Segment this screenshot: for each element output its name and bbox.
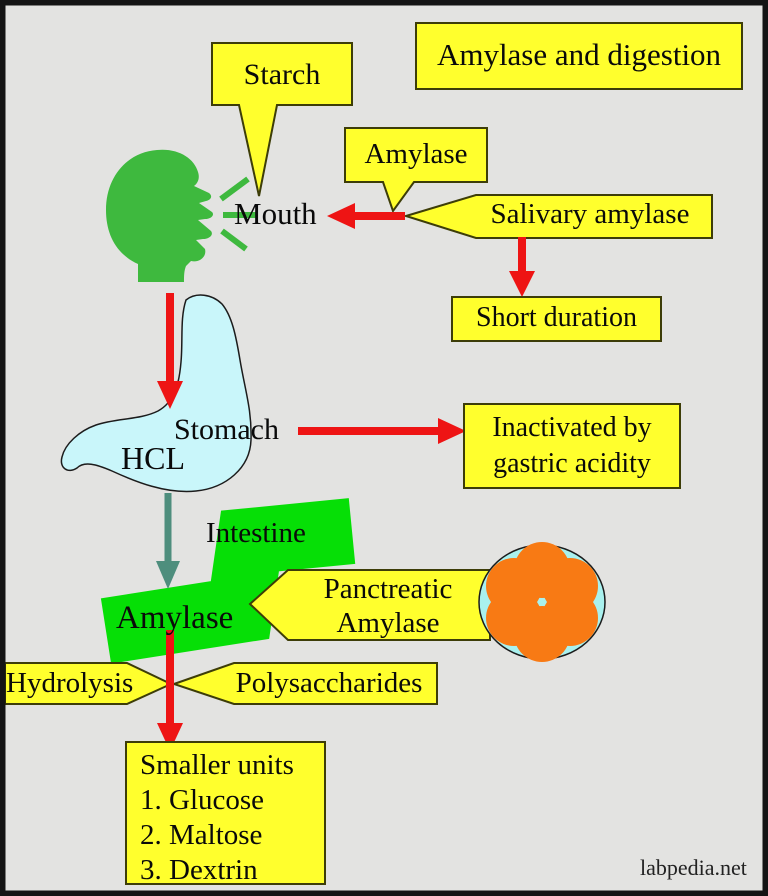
starch-callout-shape	[211, 42, 353, 197]
smaller-units-box-shape	[125, 741, 326, 885]
mouth-label: Mouth	[234, 196, 317, 231]
polysaccharides-pennant-shape	[170, 662, 438, 705]
sound-line-icon	[219, 176, 250, 202]
smaller-units-item: 1. Glucose	[140, 784, 265, 816]
title-box-shape	[415, 22, 743, 90]
smaller-units-label: Smaller units 1. Glucose 2. Maltose 3. D…	[140, 748, 294, 888]
sound-line-icon	[220, 228, 248, 252]
short-duration-box-shape	[451, 296, 662, 342]
head-icon	[106, 149, 214, 282]
inactivated-line2: gastric acidity	[493, 448, 651, 479]
amylase-bubble-label: Amylase	[364, 138, 468, 170]
arrowhead-down-icon	[156, 561, 180, 589]
hcl-label: HCL	[121, 440, 185, 476]
amylase-callout-shape	[344, 127, 488, 214]
short-duration-label: Short duration	[476, 302, 637, 333]
inactivated-box-shape	[463, 403, 681, 489]
intestine-label: Intestine	[206, 517, 306, 549]
pancreas-icon	[478, 542, 606, 662]
arrowhead-left-icon	[327, 203, 355, 229]
inactivated-line1: Inactivated by	[492, 412, 652, 443]
page-title: Amylase and digestion	[436, 37, 722, 72]
arrowhead-down-icon	[157, 381, 183, 409]
arrowhead-right-icon	[438, 418, 466, 444]
salivary-amylase-pennant-shape	[402, 194, 713, 239]
smaller-units-title: Smaller units	[140, 749, 294, 781]
smaller-units-item: 3. Dextrin	[140, 854, 258, 886]
pancreatic-amylase-label: Panctreatic Amylase	[288, 572, 488, 640]
arrowhead-down-icon	[509, 271, 535, 297]
stomach-label: Stomach	[174, 413, 279, 446]
hydrolysis-label: Hydrolysis	[6, 667, 134, 699]
inactivated-label: Inactivated by gastric acidity	[464, 410, 680, 482]
pancreatic-line2: Amylase	[336, 607, 440, 639]
watermark: labpedia.net	[640, 855, 747, 880]
intestine-ribbon-icon	[100, 498, 356, 664]
smaller-units-item: 2. Maltose	[140, 819, 263, 851]
pancreatic-line1: Panctreatic	[323, 573, 453, 605]
salivary-amylase-label: Salivary amylase	[490, 198, 690, 230]
arrowhead-down-icon	[157, 723, 183, 751]
stomach-icon	[60, 294, 252, 493]
starch-label: Starch	[243, 58, 321, 91]
intestinal-amylase-label: Amylase	[116, 600, 234, 636]
polysaccharides-label: Polysaccharides	[235, 667, 423, 699]
